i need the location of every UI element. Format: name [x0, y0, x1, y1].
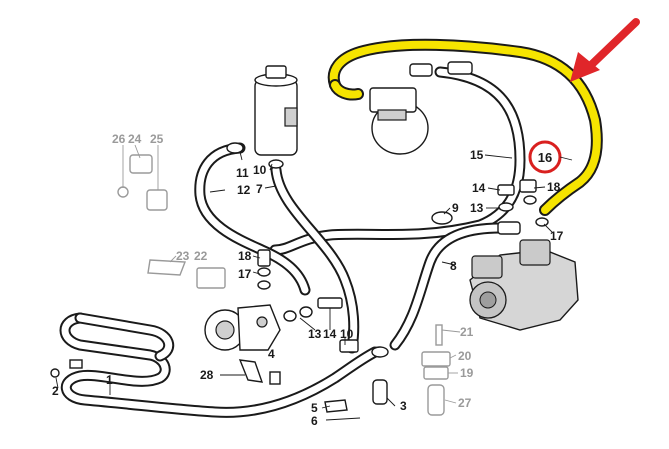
- grey-mount-parts: [421, 324, 451, 416]
- part-label: 9: [452, 201, 459, 215]
- hose-8: [389, 222, 506, 351]
- fittings-pump: [226, 142, 453, 358]
- pressure-accumulator: [369, 87, 429, 155]
- hose-16-fitting: [409, 63, 433, 77]
- reservoir: [254, 65, 298, 156]
- part-label: 17: [550, 229, 564, 243]
- part-label: 5: [311, 401, 318, 415]
- part-label: 27: [458, 396, 472, 410]
- part-label: 2: [52, 384, 59, 398]
- part-label: 18: [238, 249, 252, 263]
- part-label: 23: [176, 249, 190, 263]
- part-label: 17: [238, 267, 252, 281]
- part-label: 24: [128, 132, 142, 146]
- part-label: 22: [194, 249, 208, 263]
- part-label: 26: [112, 132, 126, 146]
- part-label: 14: [323, 327, 337, 341]
- part-label: 18: [547, 180, 561, 194]
- part-label: 7: [256, 182, 263, 196]
- part-label: 25: [150, 132, 164, 146]
- part-label: 10: [253, 163, 267, 177]
- part-label: 28: [200, 368, 214, 382]
- part-label: 10: [340, 327, 354, 341]
- part-label: 4: [268, 347, 275, 361]
- part-label: 13: [308, 327, 322, 341]
- part-label: 19: [460, 366, 474, 380]
- part-label: 13: [470, 201, 484, 215]
- part-label: 14: [472, 181, 486, 195]
- callout-number: 16: [538, 150, 552, 165]
- part-label: 1: [106, 373, 113, 387]
- hose-12: [194, 142, 311, 296]
- part-labels: 26 24 25 11 10 7 12 15 14 18 13 9 17 8 2…: [52, 132, 564, 428]
- part-label: 21: [460, 325, 474, 339]
- part-label: 3: [400, 399, 407, 413]
- leader-lines: [55, 144, 553, 421]
- power-steering-pump: [204, 304, 281, 351]
- hose-16-highlighted: [327, 38, 603, 216]
- steering-gearbox: [469, 239, 579, 331]
- brackets: [50, 359, 388, 413]
- part-label: 6: [311, 414, 318, 428]
- grey-clamp-parts: [117, 154, 226, 289]
- part-label: 12: [237, 183, 251, 197]
- hose-7: [270, 164, 360, 354]
- part-label: 8: [450, 259, 457, 273]
- part-label: 11: [236, 166, 249, 180]
- callout-16: 16: [528, 140, 573, 174]
- part-label: 20: [458, 349, 472, 363]
- part-label: 15: [470, 148, 484, 162]
- hose-1-cooler: [59, 312, 381, 418]
- red-arrow-indicator: [570, 18, 640, 82]
